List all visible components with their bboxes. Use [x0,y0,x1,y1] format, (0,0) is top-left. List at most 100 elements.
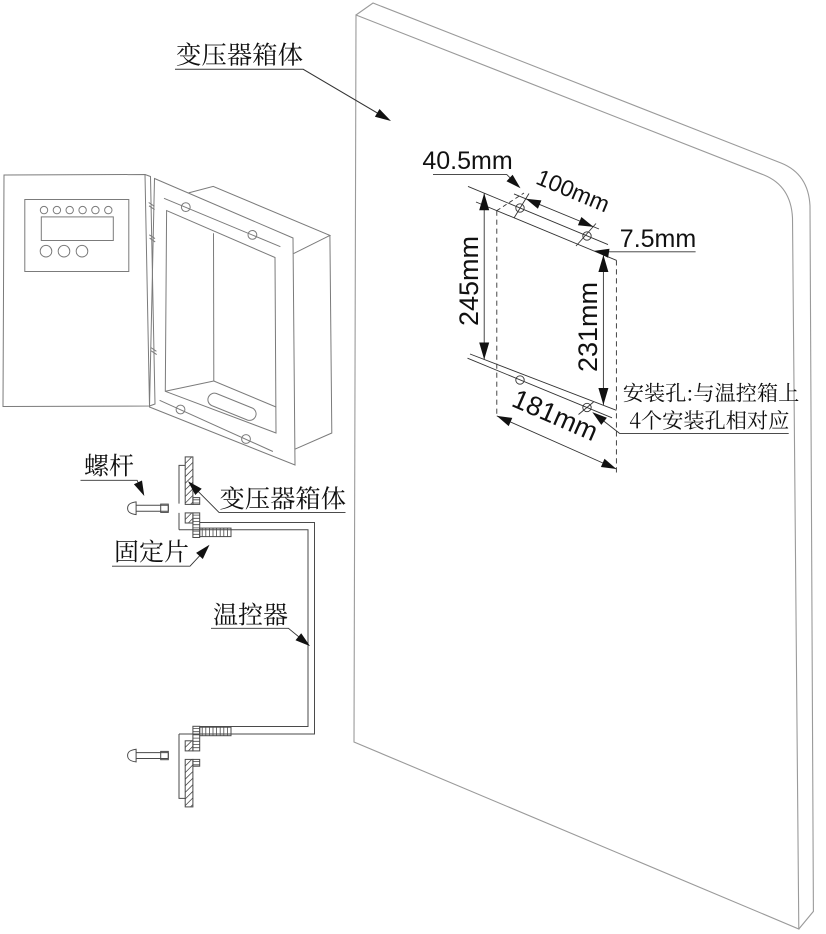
leader-arrowhead [188,481,202,495]
leader-arrowhead [133,480,145,496]
screw-bottom-shaft [136,752,169,759]
cjk-glyph [109,453,134,477]
fixing-piece-top-leg [199,527,232,538]
label-text [213,602,288,626]
display-panel-outline [24,199,130,272]
flange-hole-bottom-right [241,434,251,444]
label-text [116,539,188,563]
flange-hole-top-right [247,230,258,240]
fixing-piece-bottom-leg [199,726,232,737]
flange-hole-line-top [163,197,281,248]
wall-section-bottom-upper-hatch [184,740,194,752]
dim-text-245mm: 245mm [454,236,484,326]
cjk-glyph [641,410,662,430]
screw-bottom [127,748,169,763]
display-screen [40,216,114,241]
cjk-glyph [245,486,270,510]
cjk-glyph [296,486,320,510]
cjk-glyph [736,382,757,403]
label-text [220,486,346,510]
cjk-glyph [238,602,263,626]
screw-top-head [127,501,137,516]
button [75,244,89,258]
label-screw-rod [80,453,145,496]
interior-floor-back-edge [213,380,277,408]
dim-text-181mm: 181mm [508,384,603,447]
leader-arrowhead [506,174,521,189]
label-transformer-box-section [188,481,346,513]
cutout-bottom-guide [469,353,617,411]
screw-top [127,501,169,516]
cross-section [127,456,315,808]
door-edge [144,174,156,407]
note-line1 [623,382,799,403]
cjk-glyph [139,539,164,563]
transformer-panel [353,2,814,930]
wall-section-bottom-lower-hatch [184,759,194,808]
dimension-181mm: 181mm [496,384,617,470]
indicator-hole [78,205,87,215]
cjk-glyph [747,410,768,430]
indicator-hole [52,205,62,215]
dim-text-40p5mm: 40.5mm [422,147,512,175]
cjk-glyph [778,382,799,402]
dimension-7p5mm: 7.5mm [594,225,696,258]
hole-slash-top-left [513,193,530,219]
cjk-glyph [623,382,644,403]
fixing-piece-top-leg-hatch [201,528,228,537]
box-side-face [294,235,333,450]
fixing-piece-bottom-small-hatch [192,761,200,766]
dim-arrow-left [496,415,513,427]
cjk-glyph [176,42,201,66]
cutout-corner-extension-dashed [496,192,525,211]
leader-arrowhead [374,109,391,121]
dim-text-7p5mm: 7.5mm [620,225,696,253]
panel-back-edges [355,2,814,930]
leader-arrowhead [196,544,210,559]
note-line2 [629,410,789,430]
dimension-245mm: 245mm [454,193,490,360]
fixing-piece-bottom-leg-hatch [201,727,228,736]
leader-line [80,479,142,491]
channel-outer [179,522,315,735]
cjk-glyph [253,42,277,66]
mounting-hole-cluster [467,185,617,473]
hinge-tick [148,202,155,211]
button [57,244,71,258]
cjk-glyph [715,382,736,403]
dim-arrow-bottom [598,388,609,405]
flange-outer [148,177,296,466]
cjk-glyph [663,410,683,430]
label-text [84,453,134,477]
dim-arrow-right [577,217,594,227]
flange-hole-top-left [180,202,191,213]
mounting-note [592,382,799,434]
leader-line [211,627,308,645]
screw-top-nut [160,503,169,513]
leader-line [190,483,346,513]
hole-slash-top-right [575,223,597,247]
hinge-tick [149,234,156,243]
channel-inner [179,529,309,727]
leader-arrowhead [295,633,310,647]
cjk-glyph [757,382,778,403]
mounting-lip-bottom [178,734,186,799]
cjk-glyph [644,382,665,403]
fixing-piece-top-small [192,497,201,505]
hinge-tick [150,347,157,356]
wall-section-top-upper-hatch [184,456,194,505]
leader-arrowhead [594,248,610,258]
mounting-hole-bottom-right [582,402,592,413]
temp-controller-channel [179,522,315,735]
cjk-glyph [227,43,252,66]
dim-arrow-top [598,255,609,272]
mounting-hole-top-right [582,231,592,241]
fixing-piece-bottom-L [192,725,201,752]
leader-line [175,68,386,119]
cjk-glyph [726,410,746,430]
leader-arrowhead [592,412,607,425]
dimension-40p5mm: 40.5mm [422,147,521,189]
flange-opening [164,209,277,434]
cjk-glyph [220,486,244,510]
